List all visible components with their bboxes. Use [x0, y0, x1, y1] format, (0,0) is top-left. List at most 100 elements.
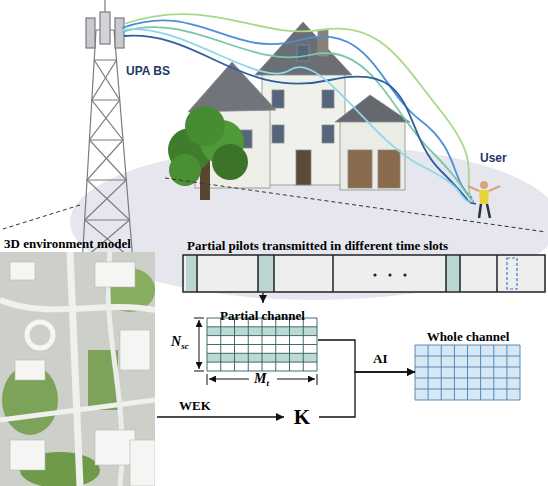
connector-arrow — [319, 372, 415, 417]
illustration-shape — [348, 150, 372, 188]
illustration-shape — [415, 345, 520, 400]
illustration-shape — [479, 204, 490, 218]
illustration-shape — [415, 345, 520, 400]
illustration-shape — [3, 205, 80, 229]
illustration-shape — [122, 27, 474, 202]
illustration-shape — [378, 150, 400, 188]
illustration-shape — [388, 273, 391, 276]
node-heading: Partial pilots transmitted in different … — [187, 239, 448, 253]
illustration-shape — [130, 440, 155, 486]
illustration-shape — [207, 318, 317, 371]
illustration-shape — [207, 374, 208, 385]
partial-channel: Partial channel — [207, 304, 318, 371]
illustration-shape — [124, 14, 470, 196]
city-model — [0, 252, 155, 486]
illustration-shape — [296, 150, 311, 185]
illustration-shape — [194, 318, 204, 319]
tree — [168, 106, 248, 200]
whole-channel: Whole channel — [415, 325, 521, 401]
environment-model: 3D environment model — [0, 232, 157, 486]
illustration-shape — [322, 90, 334, 108]
illustration-shape — [403, 273, 406, 276]
illustration-shape — [122, 20, 472, 198]
illustration-shape — [120, 330, 150, 370]
illustration-shape — [100, 12, 110, 44]
illustration-shape — [194, 371, 204, 372]
partial-grid — [207, 318, 317, 371]
illustration-shape — [122, 29, 470, 203]
connector-arrow — [318, 340, 415, 372]
user-label: User — [480, 151, 507, 165]
illustration-shape — [165, 178, 546, 232]
illustration-shape — [70, 252, 80, 486]
illustration-shape — [82, 30, 133, 260]
whole-grid — [415, 345, 520, 400]
illustration-shape — [86, 18, 95, 48]
illustration-shape — [468, 186, 500, 191]
k-matrix: K — [285, 403, 319, 431]
illustration-shape — [415, 345, 520, 400]
illustration-shape — [480, 181, 488, 189]
label-group: User — [480, 151, 507, 165]
illustration-shape — [186, 256, 197, 291]
dimension-label: M — [254, 371, 266, 386]
illustration-shape — [277, 379, 315, 380]
edge-label: WEK — [178, 399, 212, 413]
connector-arrow — [157, 416, 284, 417]
illustration-shape — [507, 258, 517, 289]
pilot-bar: Partial pilots transmitted in different … — [183, 234, 546, 293]
radio-paths — [122, 14, 476, 204]
zoom-lines — [3, 178, 546, 232]
illustration-shape — [124, 36, 476, 204]
illustration-shape — [95, 262, 135, 287]
user-figure — [468, 181, 500, 218]
house — [188, 22, 410, 190]
illustration-shape — [0, 400, 155, 420]
illustration-shape — [272, 125, 284, 143]
illustration-shape — [169, 154, 201, 186]
illustration-shape — [322, 125, 334, 143]
illustration-shape — [258, 256, 274, 291]
illustration-shape — [459, 255, 461, 292]
illustration-shape — [10, 262, 35, 280]
illustration-shape — [446, 256, 460, 291]
illustration-shape — [496, 255, 498, 292]
illustration-shape — [207, 318, 317, 371]
illustration-shape — [373, 273, 376, 276]
matrix-symbol: K — [285, 403, 319, 431]
illustration-shape — [207, 318, 317, 371]
illustration-shape — [197, 255, 497, 292]
illustration-shape — [0, 300, 155, 310]
illustration-shape — [183, 255, 545, 292]
illustration-shape — [188, 62, 276, 112]
node-heading: 3D environment model — [4, 237, 131, 251]
label-group: Nsc — [171, 334, 189, 354]
pilot-bar — [183, 255, 545, 292]
illustration-shape — [185, 106, 225, 146]
label-group: UPA BS — [126, 64, 170, 78]
illustration-shape — [257, 255, 259, 292]
connector-arrow — [262, 293, 263, 303]
illustration-shape — [209, 379, 249, 380]
illustration-shape — [317, 374, 318, 385]
illustration-shape — [199, 320, 200, 369]
edge-label: AI — [372, 352, 388, 366]
illustration-shape — [272, 90, 284, 108]
illustration-shape — [196, 255, 198, 292]
node-heading: Partial channel — [220, 309, 305, 323]
dimension-label: N — [171, 334, 181, 349]
illustration-shape — [10, 440, 45, 470]
bs-label: UPA BS — [126, 64, 170, 78]
node-heading: Whole channel — [427, 330, 510, 344]
illustration-shape — [415, 345, 520, 400]
subscript-label: t — [266, 378, 269, 388]
illustration-shape — [10, 262, 155, 486]
illustration-shape — [27, 322, 53, 348]
illustration-shape — [332, 255, 334, 292]
illustration-shape — [95, 430, 135, 465]
illustration-shape — [212, 144, 248, 180]
illustration-shape — [340, 120, 405, 190]
subscript-label: sc — [181, 341, 189, 351]
illustration-shape — [0, 252, 155, 486]
